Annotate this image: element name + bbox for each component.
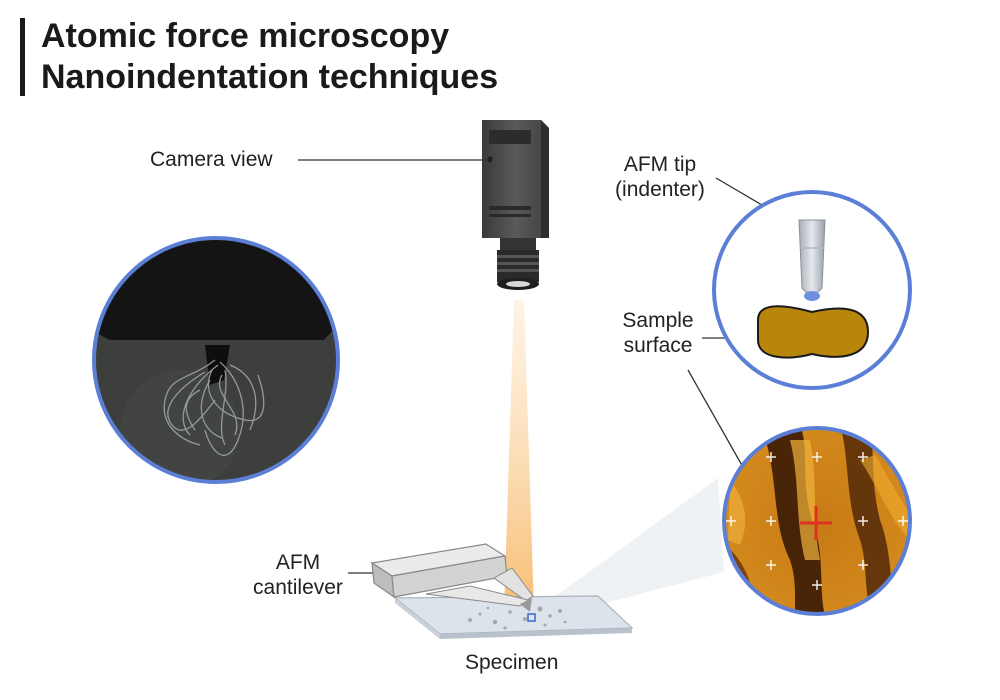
indent-crosshair [800, 506, 832, 540]
camera [482, 120, 549, 290]
camera-view-circle [92, 236, 340, 484]
sample-fibers [163, 359, 265, 456]
tip-sample-circle [712, 190, 912, 390]
title-line-2: Nanoindentation techniques [41, 58, 499, 96]
title-line-1: Atomic force microscopy [41, 17, 450, 55]
camera-leader-dot [487, 157, 493, 163]
sample-surface-label-line-2: surface [623, 334, 693, 357]
surface-leader-line [687, 369, 749, 477]
sample-surface-label: Sample surface [617, 308, 699, 358]
afm-map-circle [722, 426, 912, 616]
title-accent-bar [20, 18, 25, 96]
sample-surface-blob [757, 305, 870, 359]
afm-cantilever [370, 543, 534, 612]
specimen-label: Specimen [465, 651, 559, 674]
light-beam [504, 300, 534, 612]
specimen-particles [468, 606, 567, 630]
scan-area-marker [527, 613, 536, 622]
sample-surface-label-line-1: Sample [622, 309, 694, 332]
afm-tip-label: AFM tip (indenter) [608, 152, 712, 202]
afm-cantilever-label-line-2: cantilever [253, 576, 343, 599]
afm-cantilever-label: AFM cantilever [246, 550, 350, 600]
afm-tip-label-line-2: (indenter) [615, 178, 705, 201]
projection-cone [534, 478, 724, 622]
afm-cantilever-label-line-1: AFM [275, 551, 321, 574]
page-title: Atomic force microscopy Nanoindentation … [41, 16, 498, 98]
afm-tip-indenter [798, 219, 826, 301]
camera-view-label: Camera view [150, 148, 273, 171]
grid-marks [726, 452, 908, 590]
afm-tip-label-line-1: AFM tip [623, 153, 697, 176]
